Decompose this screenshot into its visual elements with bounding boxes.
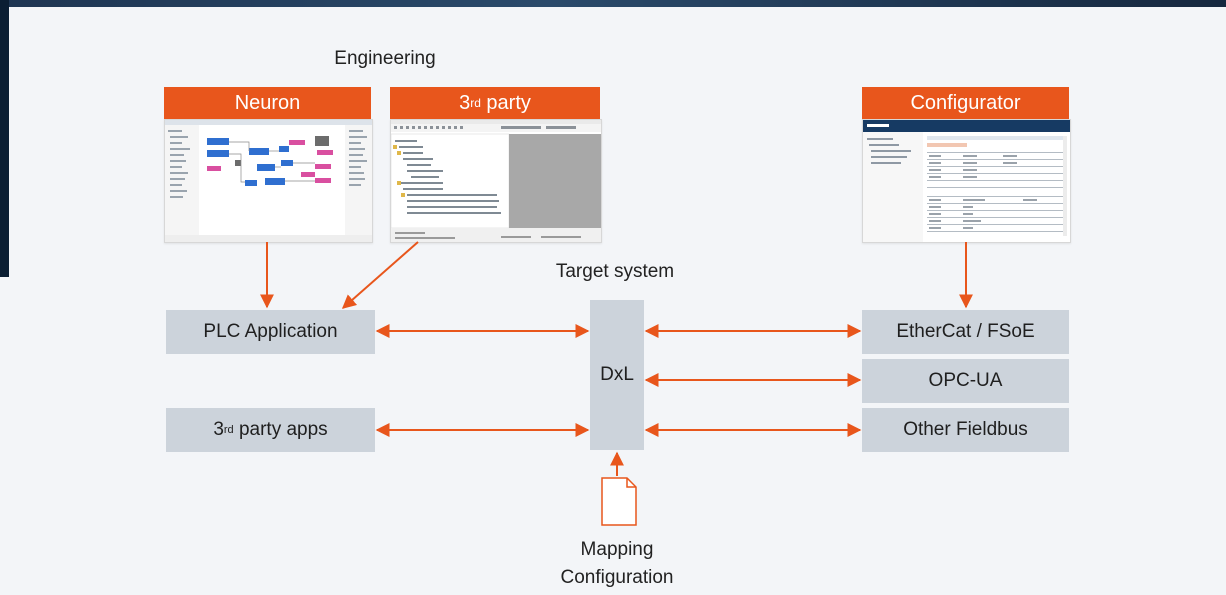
third-party-header-base: 3 [459,91,471,114]
other-fieldbus-block: Other Fieldbus [862,408,1069,452]
mapping-caption-line1: Mapping [580,539,654,560]
neuron-header: Neuron [164,87,371,119]
third-party-apps-sup: rd [223,424,234,436]
third-party-header-sup: rd [470,96,481,110]
top-banner-strip [0,0,1226,7]
plc-application-block: PLC Application [166,310,375,354]
dxl-block: DxL [590,300,644,450]
neuron-screenshot-graphic [165,120,372,242]
third-party-header-rest: party [480,91,531,114]
arrow-third-party-to-plc [341,241,419,309]
target-system-heading: Target system [555,261,675,282]
configurator-header: Configurator [862,87,1069,119]
third-party-screenshot [390,119,602,243]
third-party-apps-base: 3 [213,419,224,440]
left-banner-strip [0,0,9,277]
ethercat-fsoe-block: EtherCat / FSoE [862,310,1069,354]
third-party-apps-rest: party apps [233,419,328,440]
document-icon [601,477,637,526]
engineering-heading: Engineering [334,48,436,69]
configurator-screenshot-graphic [863,120,1070,242]
third-party-screenshot-graphic [391,120,601,242]
configurator-screenshot [862,119,1071,243]
opc-ua-block: OPC-UA [862,359,1069,403]
mapping-caption-line2: Configuration [560,567,674,588]
neuron-screenshot [164,119,373,243]
